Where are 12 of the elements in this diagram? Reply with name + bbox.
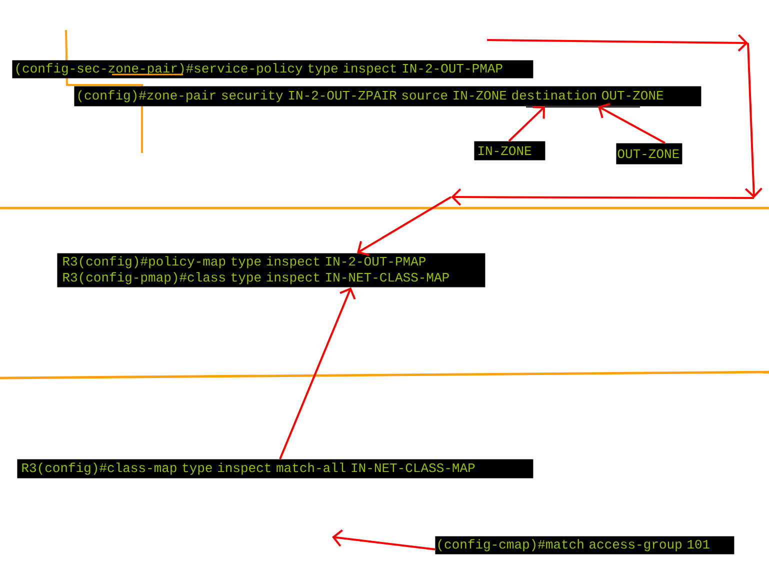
command-box: R3(config)#policy-map type inspect IN-2-OUT-PMAP R3(config-pmap)#class type inspect IN-NET-CLASS-MAP (57, 253, 486, 288)
keyword-box: IN-ZONE (474, 141, 546, 160)
command-box: R3(config)#class-map type inspect match-all IN-NET-CLASS-MAP (17, 459, 534, 478)
arrow (279, 287, 356, 460)
arrow (357, 34, 762, 256)
arrow (508, 106, 545, 142)
arrow (332, 529, 436, 550)
command-box: (config)#zone-pair security IN-2-OUT-ZPAIR source IN-ZONE destination OUT-ZONE (74, 86, 702, 106)
command-box: (config-sec-zone-pair)#service-policy type inspect IN-2-OUT-PMAP (12, 60, 534, 78)
keyword-box: OUT-ZONE (616, 143, 682, 164)
command-box: (config-cmap)#match access-group 101 (435, 536, 734, 554)
arrow (598, 102, 666, 144)
